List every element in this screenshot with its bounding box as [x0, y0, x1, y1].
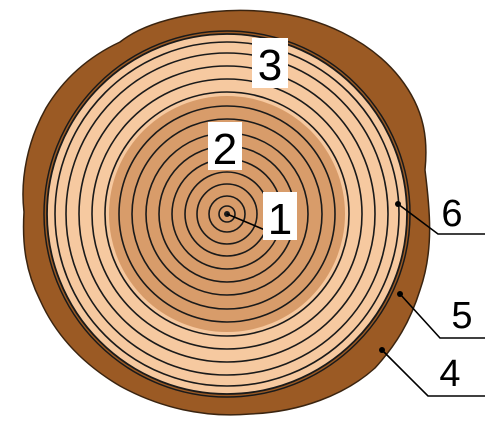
- label-3: 3: [258, 41, 282, 90]
- label-5: 5: [451, 295, 472, 337]
- label-6: 6: [441, 193, 462, 235]
- label-4: 4: [439, 353, 460, 395]
- leader-line-4: [382, 350, 485, 396]
- label-2: 2: [213, 125, 237, 174]
- label-1: 1: [268, 195, 292, 244]
